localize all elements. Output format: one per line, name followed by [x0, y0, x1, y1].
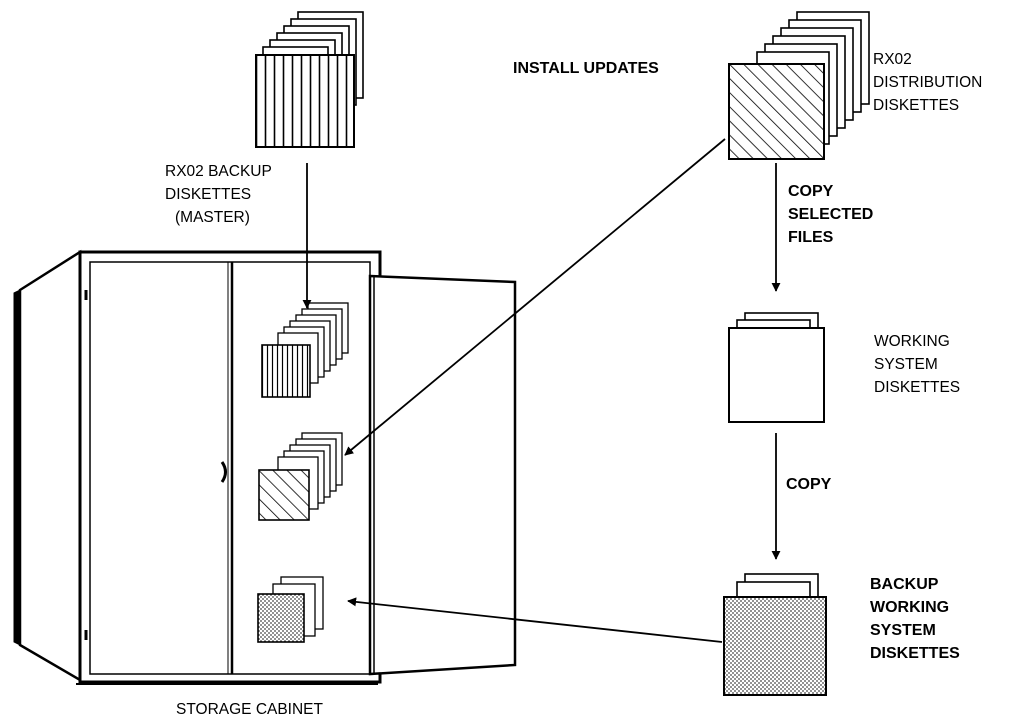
rx02-distribution-label: RX02 DISTRIBUTION DISKETTES — [873, 48, 982, 117]
rx02-distribution-line: DISTRIBUTION — [873, 71, 982, 94]
backup-working-system-line: WORKING — [870, 596, 960, 619]
rx02-backup-line: RX02 BACKUP — [165, 160, 272, 183]
rx02-backup-label: RX02 BACKUP DISKETTES (MASTER) — [165, 160, 272, 229]
rx02-backup-line: (MASTER) — [165, 206, 272, 229]
backup-working-system-line: DISKETTES — [870, 642, 960, 665]
working-system-line: DISKETTES — [874, 376, 960, 399]
backup-working-system-line: BACKUP — [870, 573, 960, 596]
rx02-distribution-line: DISKETTES — [873, 94, 982, 117]
copy-label: COPY — [786, 473, 831, 496]
copy-selected-files-label: COPY SELECTED FILES — [788, 180, 873, 249]
copy-selected-files-line: SELECTED — [788, 203, 873, 226]
install-updates-label: INSTALL UPDATES — [513, 57, 659, 80]
rx02-backup-line: DISKETTES — [165, 183, 272, 206]
copy-selected-files-line: COPY — [788, 180, 873, 203]
rx02-backup-master-stack — [256, 12, 363, 147]
copy-selected-files-line: FILES — [788, 226, 873, 249]
working-system-stack — [729, 313, 824, 422]
backup-working-system-line: SYSTEM — [870, 619, 960, 642]
working-system-label: WORKING SYSTEM DISKETTES — [874, 330, 960, 399]
backup-working-system-label: BACKUP WORKING SYSTEM DISKETTES — [870, 573, 960, 665]
working-system-line: WORKING — [874, 330, 960, 353]
rx02-distribution-stack — [729, 12, 869, 159]
backup-working-system-stack — [724, 574, 826, 695]
rx02-distribution-line: RX02 — [873, 48, 982, 71]
working-system-line: SYSTEM — [874, 353, 960, 376]
storage-cabinet-label: STORAGE CABINET — [176, 698, 323, 721]
